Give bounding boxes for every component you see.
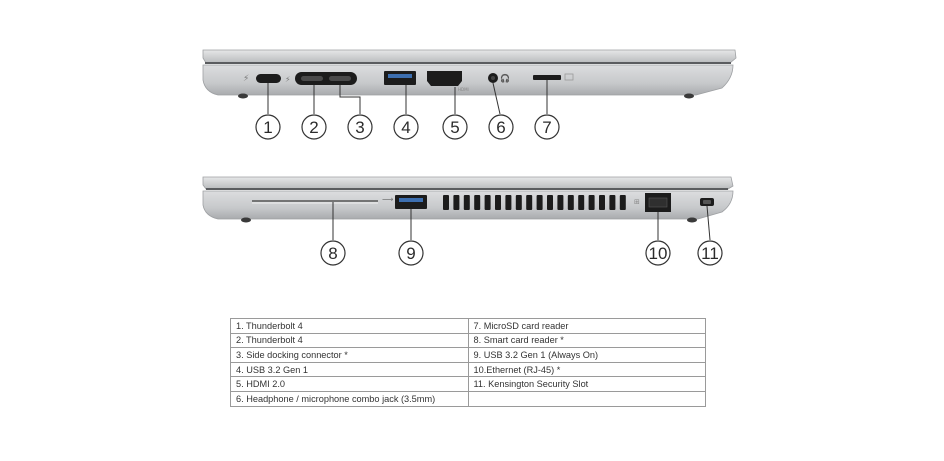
port-thunderbolt-1: [256, 74, 281, 83]
vent-slot: [526, 195, 533, 210]
vent-slot: [463, 195, 470, 210]
vent-slot: [578, 195, 585, 210]
svg-text:8: 8: [328, 244, 337, 263]
vent-slot: [567, 195, 574, 210]
vent-slot: [557, 195, 564, 210]
svg-text:2: 2: [309, 118, 318, 137]
svg-text:3: 3: [355, 118, 364, 137]
legend-item: 6. Headphone / microphone combo jack (3.…: [230, 390, 469, 407]
table-row: 2. Thunderbolt 4 8. Smart card reader *: [230, 332, 706, 349]
vent-slot: [588, 195, 595, 210]
callout-10: 10: [645, 240, 671, 266]
hdmi-icon: HDMI: [458, 87, 469, 92]
svg-text:5: 5: [450, 118, 459, 137]
lock-slot-icon: [703, 200, 711, 204]
thunderbolt-icon: ⚡: [243, 74, 249, 84]
laptop-foot: [238, 93, 248, 99]
table-row: 3. Side docking connector * 9. USB 3.2 G…: [230, 347, 706, 363]
svg-text:10: 10: [649, 244, 668, 263]
laptop-foot: [687, 217, 697, 223]
legend-item: [467, 390, 706, 407]
cooling-vents: [443, 195, 626, 210]
laptop-lid: [202, 49, 737, 64]
vent-slot: [495, 195, 501, 210]
callout-4: 4: [393, 114, 419, 140]
port-hdmi: [427, 71, 462, 86]
laptop-left-side-view: ⚡ ⚡ HDMI 🎧: [202, 49, 737, 115]
svg-text:7: 7: [542, 118, 551, 137]
legend-item: 2. Thunderbolt 4: [230, 332, 469, 349]
vent-slot: [474, 195, 481, 210]
legend-item: 4. USB 3.2 Gen 1: [230, 361, 469, 378]
port-microsd: [533, 75, 561, 80]
laptop-right-side-view: ⟶ ⊞: [202, 176, 734, 241]
callout-8: 8: [320, 240, 346, 266]
callouts-top: 1 2 3 4 5 6 7: [255, 114, 560, 140]
usb-icon: ⟶: [382, 195, 394, 204]
svg-text:9: 9: [406, 244, 415, 263]
vent-slot: [484, 195, 491, 210]
ports-legend-table: 1. Thunderbolt 4 7. MicroSD card reader …: [230, 318, 706, 407]
legend-item: 10.Ethernet (RJ-45) *: [467, 361, 706, 378]
legend-item: 8. Smart card reader *: [467, 332, 706, 349]
callout-2: 2: [301, 114, 327, 140]
callout-1: 1: [255, 114, 281, 140]
vent-slot: [619, 195, 626, 210]
svg-text:1: 1: [263, 118, 272, 137]
laptop-foot: [684, 93, 694, 99]
svg-text:4: 4: [401, 118, 410, 137]
callout-5: 5: [442, 114, 468, 140]
legend-item: 5. HDMI 2.0: [230, 376, 469, 392]
ethernet-icon: ⊞: [634, 198, 640, 206]
callout-7: 7: [534, 114, 560, 140]
table-row: 5. HDMI 2.0 11. Kensington Security Slot: [230, 376, 706, 392]
legend-item: 9. USB 3.2 Gen 1 (Always On): [467, 347, 706, 363]
vent-slot: [609, 195, 616, 210]
table-row: 1. Thunderbolt 4 7. MicroSD card reader: [230, 318, 706, 334]
laptop-foot: [241, 217, 251, 223]
laptop-side-views-diagram: ⚡ ⚡ HDMI 🎧 1 2 3: [202, 49, 737, 266]
table-row: 4. USB 3.2 Gen 1 10.Ethernet (RJ-45) *: [230, 361, 706, 378]
callout-3: 3: [347, 114, 373, 140]
callout-9: 9: [398, 240, 424, 266]
sd-card-icon: [564, 73, 574, 81]
legend-item: 3. Side docking connector *: [230, 347, 469, 363]
vent-slot: [453, 195, 460, 210]
leader-lines-bottom: [332, 202, 711, 241]
vent-slot: [505, 195, 512, 210]
legend-item: 11. Kensington Security Slot: [467, 376, 706, 392]
table-row: 6. Headphone / microphone combo jack (3.…: [230, 390, 706, 407]
headset-icon: 🎧: [500, 73, 510, 83]
callout-11: 11: [697, 240, 723, 266]
leader-lines-top: [267, 80, 548, 115]
vent-slot: [547, 195, 553, 210]
port-thunderbolt-2-and-docking: [295, 72, 357, 85]
laptop-lid: [202, 176, 734, 190]
callout-6: 6: [488, 114, 514, 140]
legend-item: 7. MicroSD card reader: [467, 318, 706, 334]
callouts-bottom: 8 9 10 11: [320, 240, 723, 266]
vent-slot: [599, 195, 605, 210]
vent-slot: [536, 195, 543, 210]
svg-text:6: 6: [496, 118, 505, 137]
legend-item: 1. Thunderbolt 4: [230, 318, 469, 334]
svg-text:11: 11: [701, 244, 719, 263]
thunderbolt-icon: ⚡: [285, 75, 291, 84]
vent-slot: [515, 195, 522, 210]
vent-slot: [443, 195, 449, 210]
